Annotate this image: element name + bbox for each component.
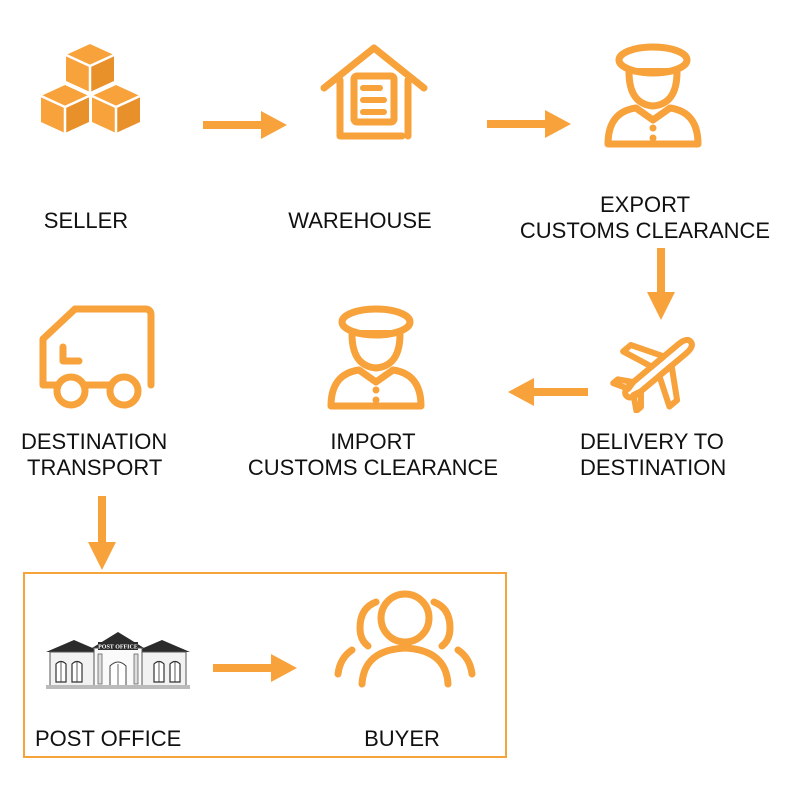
post-office-label: POST OFFICE [35, 726, 182, 751]
customs-officer-icon [604, 43, 702, 148]
buyer-label: BUYER [364, 726, 440, 751]
customs-officer-icon [327, 305, 425, 410]
seller-label: SELLER [43, 208, 129, 233]
arrow-post-office-to-buyer [213, 654, 297, 682]
import-label-line2: CUSTOMS CLEARANCE [247, 455, 499, 480]
post-office-sign: POST OFFICE [98, 645, 138, 651]
import-label-line1: IMPORT [330, 429, 416, 454]
post-office-building-icon: POST OFFICE [46, 632, 190, 689]
export-label-line2: CUSTOMS CLEARANCE [519, 218, 771, 243]
arrow-delivery-to-import [508, 378, 588, 406]
delivery-label-line1: DELIVERY TO [580, 429, 724, 454]
arrow-export-to-delivery [647, 248, 675, 320]
warehouse-icon [320, 44, 428, 140]
boxes-icon [40, 44, 141, 133]
delivery-label-line2: DESTINATION [580, 455, 727, 480]
export-label-line1: EXPORT [599, 192, 691, 217]
airplane-icon [610, 337, 695, 413]
arrow-transport-to-post-office [88, 496, 116, 570]
arrow-seller-to-warehouse [203, 111, 287, 139]
people-group-icon [334, 590, 476, 688]
final-delivery-box [23, 572, 507, 758]
transport-label-line1: DESTINATION [21, 429, 168, 454]
warehouse-label: WAREHOUSE [288, 208, 432, 233]
arrow-warehouse-to-export [487, 110, 571, 138]
transport-label-line2: TRANSPORT [27, 455, 163, 480]
truck-icon [39, 305, 155, 409]
